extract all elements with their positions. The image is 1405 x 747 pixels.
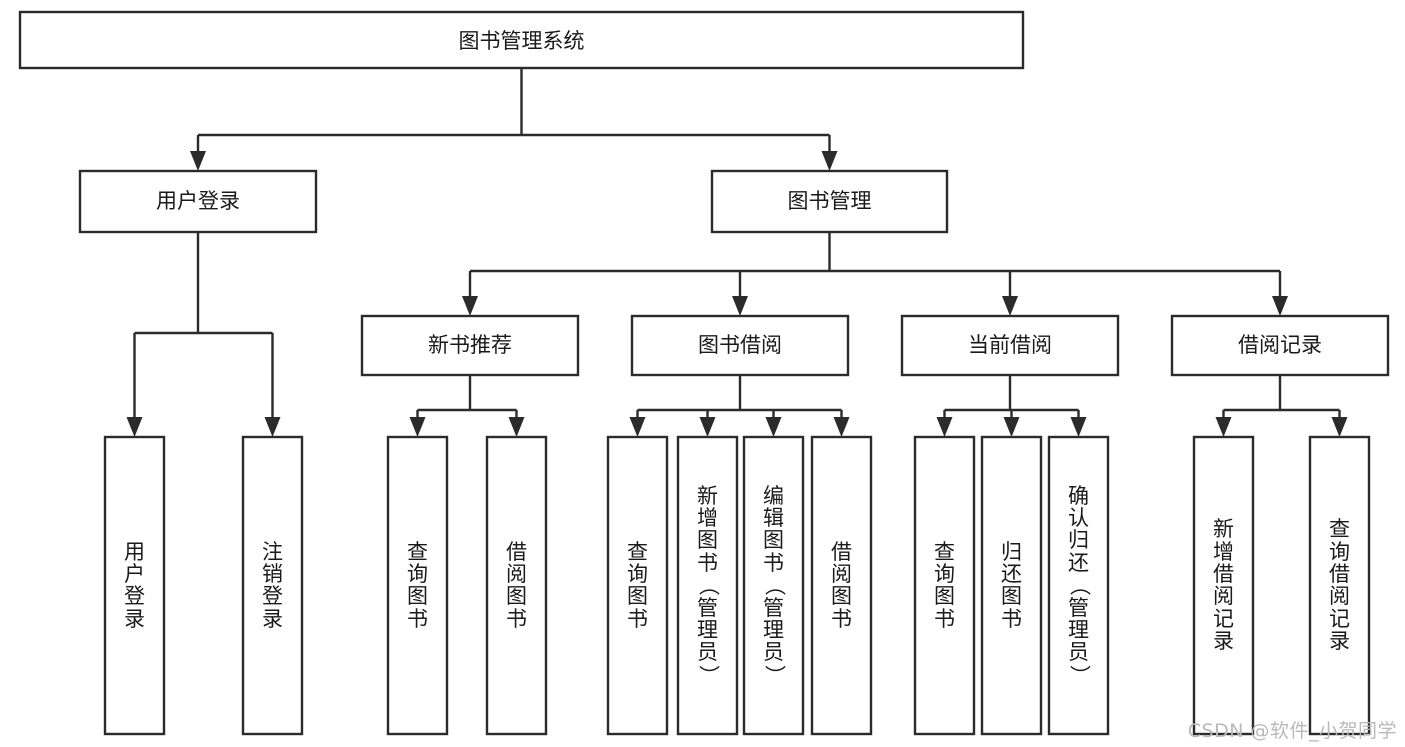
arrow-to-leaf-user-login bbox=[126, 417, 143, 437]
node-current-borrow[interactable] bbox=[900, 314, 1120, 377]
node-book-manage-label: 图书管理 bbox=[788, 189, 872, 213]
watermark-text: CSDN @软件_小贺同学 bbox=[1187, 720, 1397, 742]
arrow-to-current-borrow bbox=[1002, 296, 1018, 316]
node-borrow-record[interactable] bbox=[1170, 314, 1390, 377]
node-new-book-rec-label: 新书推荐 bbox=[428, 333, 512, 357]
node-new-book-rec[interactable] bbox=[360, 314, 580, 377]
node-book-manage[interactable] bbox=[710, 169, 949, 234]
arrow-to-book-borrow bbox=[732, 296, 748, 316]
node-leaf-edit-book[interactable] bbox=[742, 435, 805, 736]
arrow-to-book-manage bbox=[821, 151, 838, 171]
node-book-borrow-label: 图书借阅 bbox=[698, 333, 782, 357]
arrow-to-leaf-query-book-3 bbox=[936, 417, 953, 437]
node-leaf-add-book[interactable] bbox=[676, 435, 739, 736]
node-leaf-user-login[interactable] bbox=[103, 435, 166, 736]
node-user-login-label: 用户登录 bbox=[156, 189, 240, 213]
node-leaf-add-record[interactable] bbox=[1192, 435, 1255, 736]
arrow-to-leaf-confirm-return bbox=[1070, 417, 1087, 437]
edge-bookmanage-to-bus bbox=[468, 232, 1282, 298]
edge-root-to-bus bbox=[196, 68, 831, 160]
arrow-to-leaf-logout bbox=[264, 417, 281, 437]
node-leaf-query-book-2[interactable] bbox=[606, 435, 669, 736]
node-leaf-logout[interactable] bbox=[241, 435, 304, 736]
node-user-login[interactable] bbox=[78, 169, 318, 234]
edge-currentborrow-to-bus bbox=[943, 375, 1080, 420]
arrow-to-leaf-query-record bbox=[1331, 417, 1348, 437]
arrow-to-leaf-borrow-book-1 bbox=[508, 417, 525, 437]
edge-bookborrow-to-bus bbox=[636, 375, 843, 420]
node-borrow-record-label: 借阅记录 bbox=[1238, 333, 1322, 357]
edge-userlogin-to-bus bbox=[133, 232, 274, 420]
arrow-to-leaf-query-book-2 bbox=[629, 417, 646, 437]
arrow-to-leaf-add-record bbox=[1215, 417, 1232, 437]
arrow-to-user-login bbox=[190, 151, 206, 171]
node-root[interactable] bbox=[18, 10, 1025, 70]
arrow-to-leaf-add-book bbox=[699, 417, 716, 437]
edge-borrowrecord-to-bus bbox=[1222, 375, 1341, 420]
node-leaf-borrow-book-1[interactable] bbox=[485, 435, 548, 736]
node-leaf-query-book-1[interactable] bbox=[386, 435, 449, 736]
node-leaf-query-record[interactable] bbox=[1308, 435, 1371, 736]
node-book-borrow[interactable] bbox=[630, 314, 850, 377]
node-leaf-confirm-return[interactable] bbox=[1047, 435, 1110, 736]
arrow-to-leaf-borrow-book-2 bbox=[833, 417, 850, 437]
arrow-to-leaf-edit-book bbox=[765, 417, 782, 437]
edges-group bbox=[126, 68, 1348, 437]
node-root-label: 图书管理系统 bbox=[459, 29, 585, 53]
nodes-group: 图书管理系统 用户登录 图书管理 新书推荐 图书借阅 当前借阅 借阅记录 bbox=[18, 10, 1390, 736]
node-leaf-return-book[interactable] bbox=[980, 435, 1043, 736]
arrow-to-borrow-record bbox=[1272, 296, 1288, 316]
edge-newbookrec-to-bus bbox=[416, 375, 518, 420]
arrow-to-leaf-query-book-1 bbox=[409, 417, 426, 437]
node-leaf-borrow-book-2[interactable] bbox=[810, 435, 873, 736]
arrow-to-new-book-rec bbox=[462, 296, 478, 316]
node-leaf-query-book-3[interactable] bbox=[913, 435, 976, 736]
arrow-to-leaf-return-book bbox=[1003, 417, 1020, 437]
node-current-borrow-label: 当前借阅 bbox=[968, 333, 1052, 357]
